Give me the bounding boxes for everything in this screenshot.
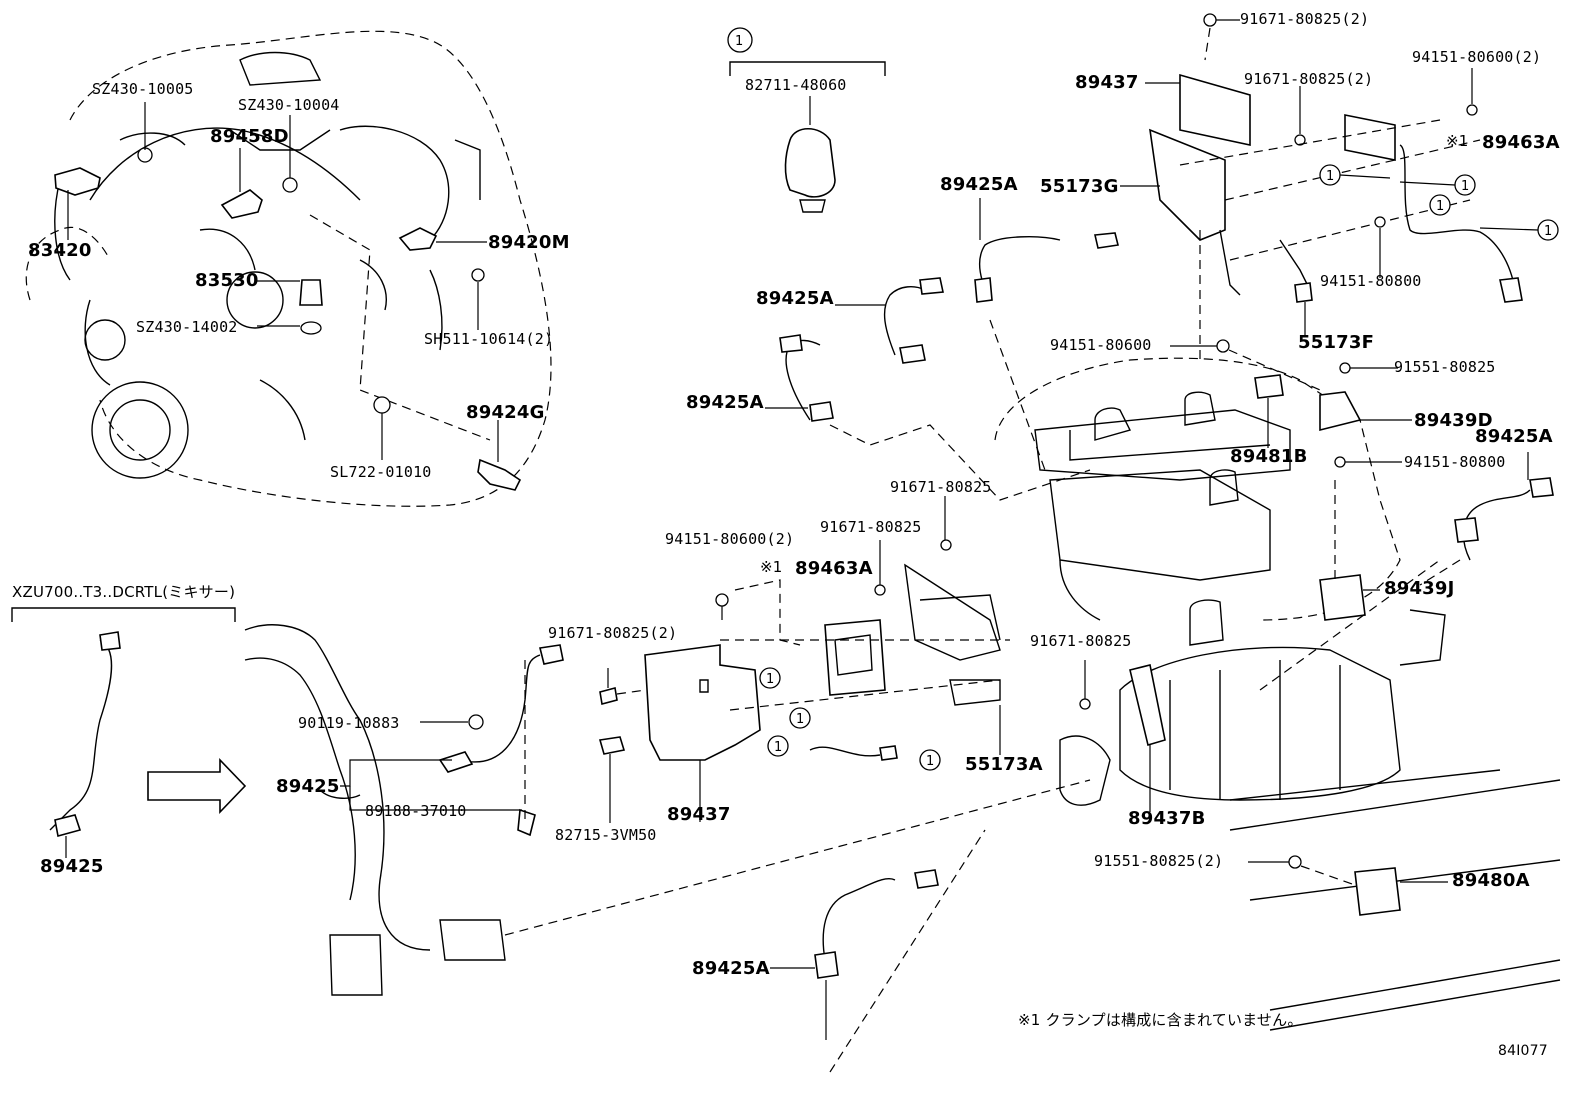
label-94151-80800-b: 94151-80800 [1404, 453, 1506, 471]
label-82711-48060: 82711-48060 [745, 76, 847, 94]
label-sh511-10614: SH511-10614(2) [424, 330, 554, 348]
label-91671-80825-c: 91671-80825 [1030, 632, 1132, 650]
label-83420: 83420 [28, 240, 92, 261]
label-sl722-01010: SL722-01010 [330, 463, 432, 481]
label-89463a-mid: 89463A [795, 558, 873, 579]
label-89188-37010: 89188-37010 [365, 802, 467, 820]
label-94151-80600: 94151-80600 [1050, 336, 1152, 354]
label-55173a: 55173A [965, 754, 1043, 775]
upper-bracket-drawing: 1 1 1 1 [1120, 13, 1559, 916]
label-55173f: 55173F [1298, 332, 1375, 353]
label-91671-80825-b: 91671-80825 [820, 518, 922, 536]
label-89425a-2: 89425A [756, 288, 834, 309]
label-89480a: 89480A [1452, 870, 1530, 891]
label-xzu-variant: XZU700..T3..DCRTL(ミキサー) [12, 583, 236, 601]
label-89425a-3: 89425A [686, 392, 764, 413]
label-89481b: 89481B [1230, 446, 1308, 467]
label-83530: 83530 [195, 270, 259, 291]
label-89437-top: 89437 [1075, 72, 1139, 93]
label-89425-center: 89425 [276, 776, 340, 797]
label-89425a-1: 89425A [940, 174, 1018, 195]
label-89424g: 89424G [466, 402, 545, 423]
label-sz430-14002: SZ430-14002 [136, 318, 238, 336]
exhaust-pipe-drawing [11, 607, 1091, 996]
label-89425a-bottom: 89425A [692, 958, 770, 979]
label-91671-80825-2-mid: 91671-80825(2) [548, 624, 678, 642]
label-94151-80600-2-mid: 94151-80600(2) [665, 530, 795, 548]
svg-text:1: 1 [926, 754, 934, 769]
label-star1-top: ※1 [1446, 132, 1469, 150]
label-91671-80825-a: 91671-80825 [890, 478, 992, 496]
label-94151-80600-2-top: 94151-80600(2) [1412, 48, 1542, 66]
label-sz430-10005: SZ430-10005 [92, 80, 194, 98]
svg-text:1: 1 [766, 672, 774, 687]
sensor-cables-drawing [729, 61, 1119, 1073]
label-89437b: 89437B [1128, 808, 1206, 829]
svg-text:1: 1 [1326, 169, 1334, 184]
engine-block-drawing [25, 30, 552, 507]
svg-text:1: 1 [1436, 199, 1444, 214]
label-89439d: 89439D [1414, 410, 1493, 431]
label-91551-80825-2: 91551-80825(2) [1094, 852, 1224, 870]
svg-text:1: 1 [1544, 224, 1552, 239]
label-91671-80825-2-top: 91671-80825(2) [1240, 10, 1370, 28]
label-sz430-10004: SZ430-10004 [238, 96, 340, 114]
label-89439j: 89439J [1384, 578, 1455, 599]
label-star1-mid: ※1 [760, 558, 783, 576]
label-89425a-4: 89425A [1475, 426, 1553, 447]
svg-text:1: 1 [774, 740, 782, 755]
callout-circle-top: 1 [735, 34, 743, 49]
label-55173g: 55173G [1040, 176, 1119, 197]
label-91551-80825: 91551-80825 [1394, 358, 1496, 376]
label-89420m: 89420M [488, 232, 570, 253]
label-89437-mid: 89437 [667, 804, 731, 825]
label-89458d: 89458D [210, 126, 289, 147]
manifold-drawing [994, 357, 1561, 1031]
insulator-bracket-drawing: 1 1 1 1 [644, 496, 1010, 822]
footnote-clamp: ※1 クランプは構成に含まれていません。 [1018, 1011, 1303, 1029]
label-89425-left: 89425 [40, 856, 104, 877]
svg-text:1: 1 [1461, 179, 1469, 194]
figure-code: 84I077 [1498, 1043, 1548, 1059]
label-91671-80825-2-top2: 91671-80825(2) [1244, 70, 1374, 88]
label-90119-10883: 90119-10883 [298, 714, 400, 732]
svg-text:1: 1 [796, 712, 804, 727]
label-94151-80800-a: 94151-80800 [1320, 272, 1422, 290]
label-89463a-top: 89463A [1482, 132, 1560, 153]
label-82715-3vm50: 82715-3VM50 [555, 826, 657, 844]
